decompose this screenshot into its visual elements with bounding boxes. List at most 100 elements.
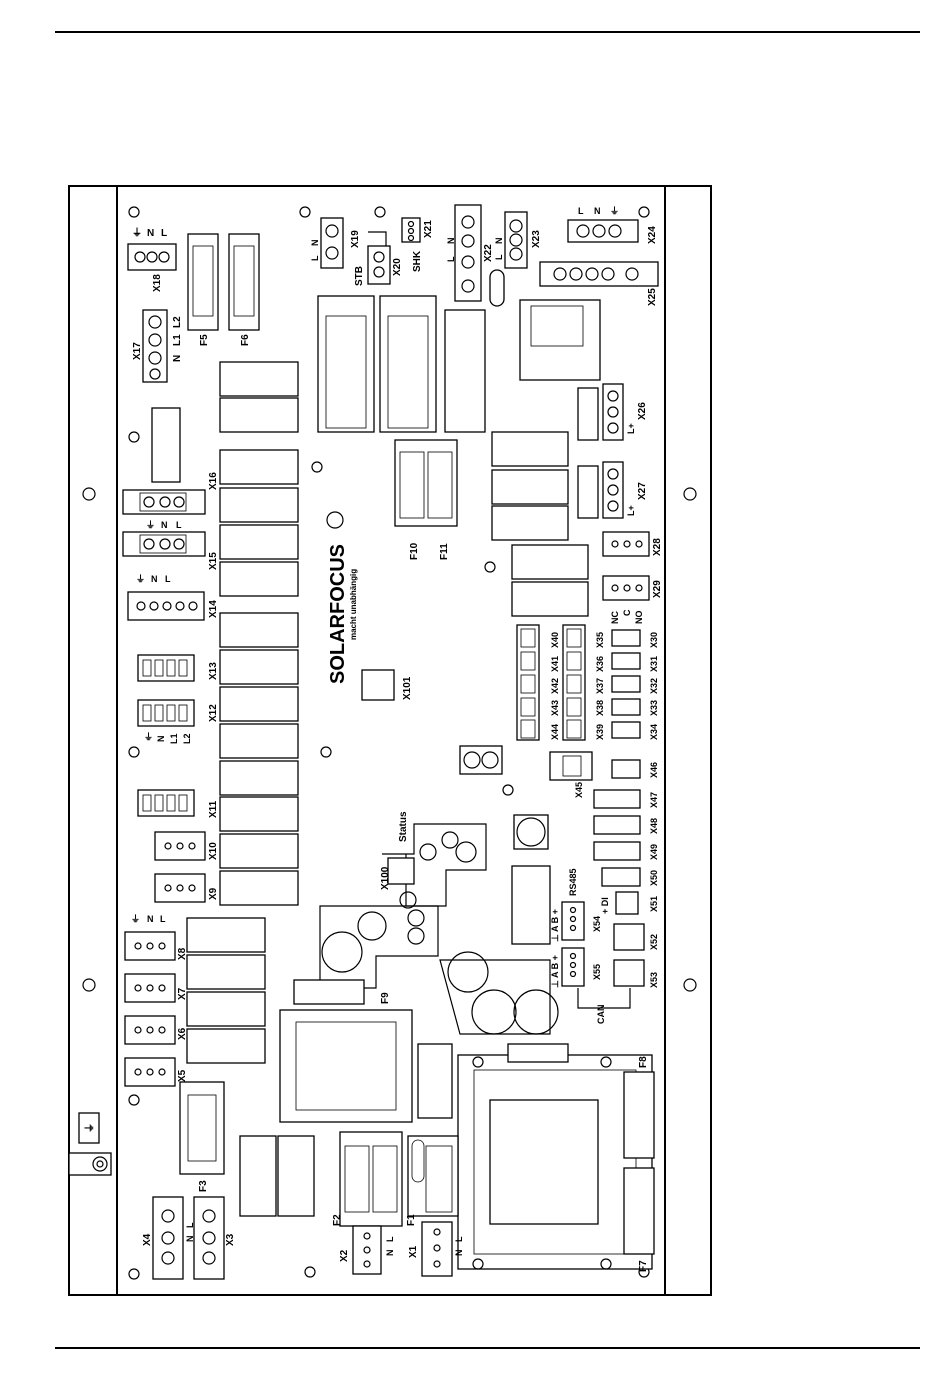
- connector-label: X101: [402, 676, 413, 700]
- pin-label: L: [578, 206, 584, 216]
- pin-label: L: [310, 255, 320, 261]
- relay-column-middle: [219, 449, 299, 906]
- screw-hole-icon: [484, 561, 496, 573]
- connector-X16: X16 ⏚ N L: [122, 472, 219, 530]
- connector-label: X33: [649, 700, 659, 716]
- screw-hole-icon: [128, 746, 140, 758]
- fuse-holder-F6: F6: [228, 233, 260, 346]
- connector-label: X51: [649, 896, 659, 912]
- screw-hole-icon: [128, 206, 140, 218]
- connector-X9: X9: [154, 873, 219, 903]
- fuse-label: F1: [0, 0, 19, 4]
- svg-text:⏚: ⏚: [132, 227, 142, 239]
- connector-label: X1: [408, 1245, 419, 1258]
- header-array-X30-X34: X30 X31 X32 X33 X34: [611, 629, 659, 740]
- screw-hole-icon: [638, 206, 650, 218]
- fuse-block-F1: F1: [406, 1135, 459, 1226]
- connector-X26: X26 L+: [602, 383, 648, 441]
- connector-label: X30: [649, 632, 659, 648]
- connector-X24: L N ⏚ X24: [567, 206, 658, 244]
- transformer-small: [279, 979, 453, 1123]
- mount-hole-icon: [82, 978, 96, 992]
- connector-label: X17: [132, 342, 143, 360]
- fuse-label: F10: [409, 542, 420, 560]
- fuse-label: F9: [380, 992, 391, 1004]
- fuse-label: F3: [198, 1180, 209, 1192]
- stb-label: STB: [354, 266, 365, 286]
- connector-X8: ⏚ N L X8: [124, 914, 188, 961]
- connector-label: X43: [550, 700, 560, 716]
- connector-X49: X49: [593, 841, 659, 861]
- connector-label: X3: [225, 1233, 236, 1246]
- connector-label: X24: [647, 226, 658, 244]
- bus-pin-label: ⊥ A B +: [550, 909, 560, 942]
- connector-label: X10: [208, 842, 219, 860]
- connector-X4: X4 N: [142, 1196, 195, 1280]
- pin-label: L1: [169, 733, 179, 744]
- header-array-X40-X44: X40 X41 X42 X43 X44: [516, 624, 560, 741]
- connector-label: X55: [592, 964, 602, 980]
- connector-X46: X46: [611, 759, 659, 779]
- connector-label: X37: [595, 678, 605, 694]
- connector-label: X50: [649, 870, 659, 886]
- connector-X12: X12 ⏚ N L1 L2: [137, 699, 219, 744]
- connector-X55: X55 ⊥ A B + CAN: [550, 947, 606, 1024]
- pin-label: N: [156, 736, 166, 743]
- screw-hole-icon: [320, 746, 332, 758]
- connector-label: X22: [483, 244, 494, 262]
- connector-label: X2: [339, 1249, 350, 1262]
- fuse-holder-F3: F3: [179, 1081, 225, 1192]
- connector-X17: X17 L2 L1 N: [132, 309, 183, 383]
- connector-label: X47: [649, 792, 659, 808]
- connector-X29: X29 NC C NO: [602, 575, 663, 625]
- component-oval: [489, 269, 505, 307]
- screw-hole-icon: [128, 1268, 140, 1280]
- connector-label: X5: [177, 1069, 188, 1082]
- fuse-holder-F7: F7: [623, 1167, 655, 1272]
- header-array-X35-X39: X35 X36 X37 X38 X39: [562, 624, 605, 741]
- fuse-holder-F5: F1 F5: [0, 0, 219, 346]
- connector-X2: X2 N L: [339, 1225, 395, 1275]
- connector-X23: X23 L N: [494, 211, 542, 269]
- connector-label: X48: [649, 818, 659, 834]
- svg-text:⏚: ⏚: [144, 732, 153, 742]
- connector-label: X14: [208, 600, 219, 618]
- pin-label: L: [161, 228, 167, 239]
- connector-X11: X11: [137, 789, 219, 818]
- connector-X6: X6: [124, 1015, 188, 1045]
- top-rule: [55, 31, 920, 33]
- pin-label: N: [151, 574, 158, 584]
- connector-label: X27: [637, 482, 648, 500]
- di-label: + DI: [600, 897, 610, 914]
- pin-label: N: [494, 238, 504, 245]
- connector-label: X26: [637, 402, 648, 420]
- fuse-label: F2: [332, 1214, 343, 1226]
- connector-X27: X27 L+: [602, 461, 648, 519]
- fuse-label: F8: [638, 1056, 649, 1068]
- screw-hole-icon: [502, 784, 514, 796]
- connector-label: X34: [649, 724, 659, 740]
- connector-X5: X5: [124, 1057, 188, 1087]
- can-bracket: [577, 988, 631, 1009]
- pin-label: NC: [610, 611, 620, 624]
- connector-X52: X52: [613, 923, 659, 951]
- connector-X19: X19 L N: [310, 217, 361, 269]
- pin-label: L2: [182, 733, 192, 744]
- fuse-label-F6: F6: [240, 334, 251, 346]
- fuse-label: F11: [439, 543, 450, 560]
- connector-X25: X25: [539, 261, 659, 306]
- pin-label: NO: [634, 611, 644, 625]
- connector-label: X49: [649, 844, 659, 860]
- connector-X10: X10: [154, 831, 219, 861]
- connector-label: X23: [531, 230, 542, 248]
- connector-X48: X48: [593, 815, 659, 835]
- screw-hole-icon: [128, 431, 140, 443]
- component-stack-right: [519, 299, 601, 519]
- brand-tagline: macht unabhängig: [349, 569, 358, 640]
- pin-label: L: [160, 914, 166, 924]
- connector-label: X7: [177, 987, 188, 1000]
- connector-label: X44: [550, 724, 560, 740]
- fuse-label: F1: [406, 1214, 417, 1226]
- mount-hole-icon: [82, 487, 96, 501]
- fuse-label: F7: [638, 1260, 649, 1272]
